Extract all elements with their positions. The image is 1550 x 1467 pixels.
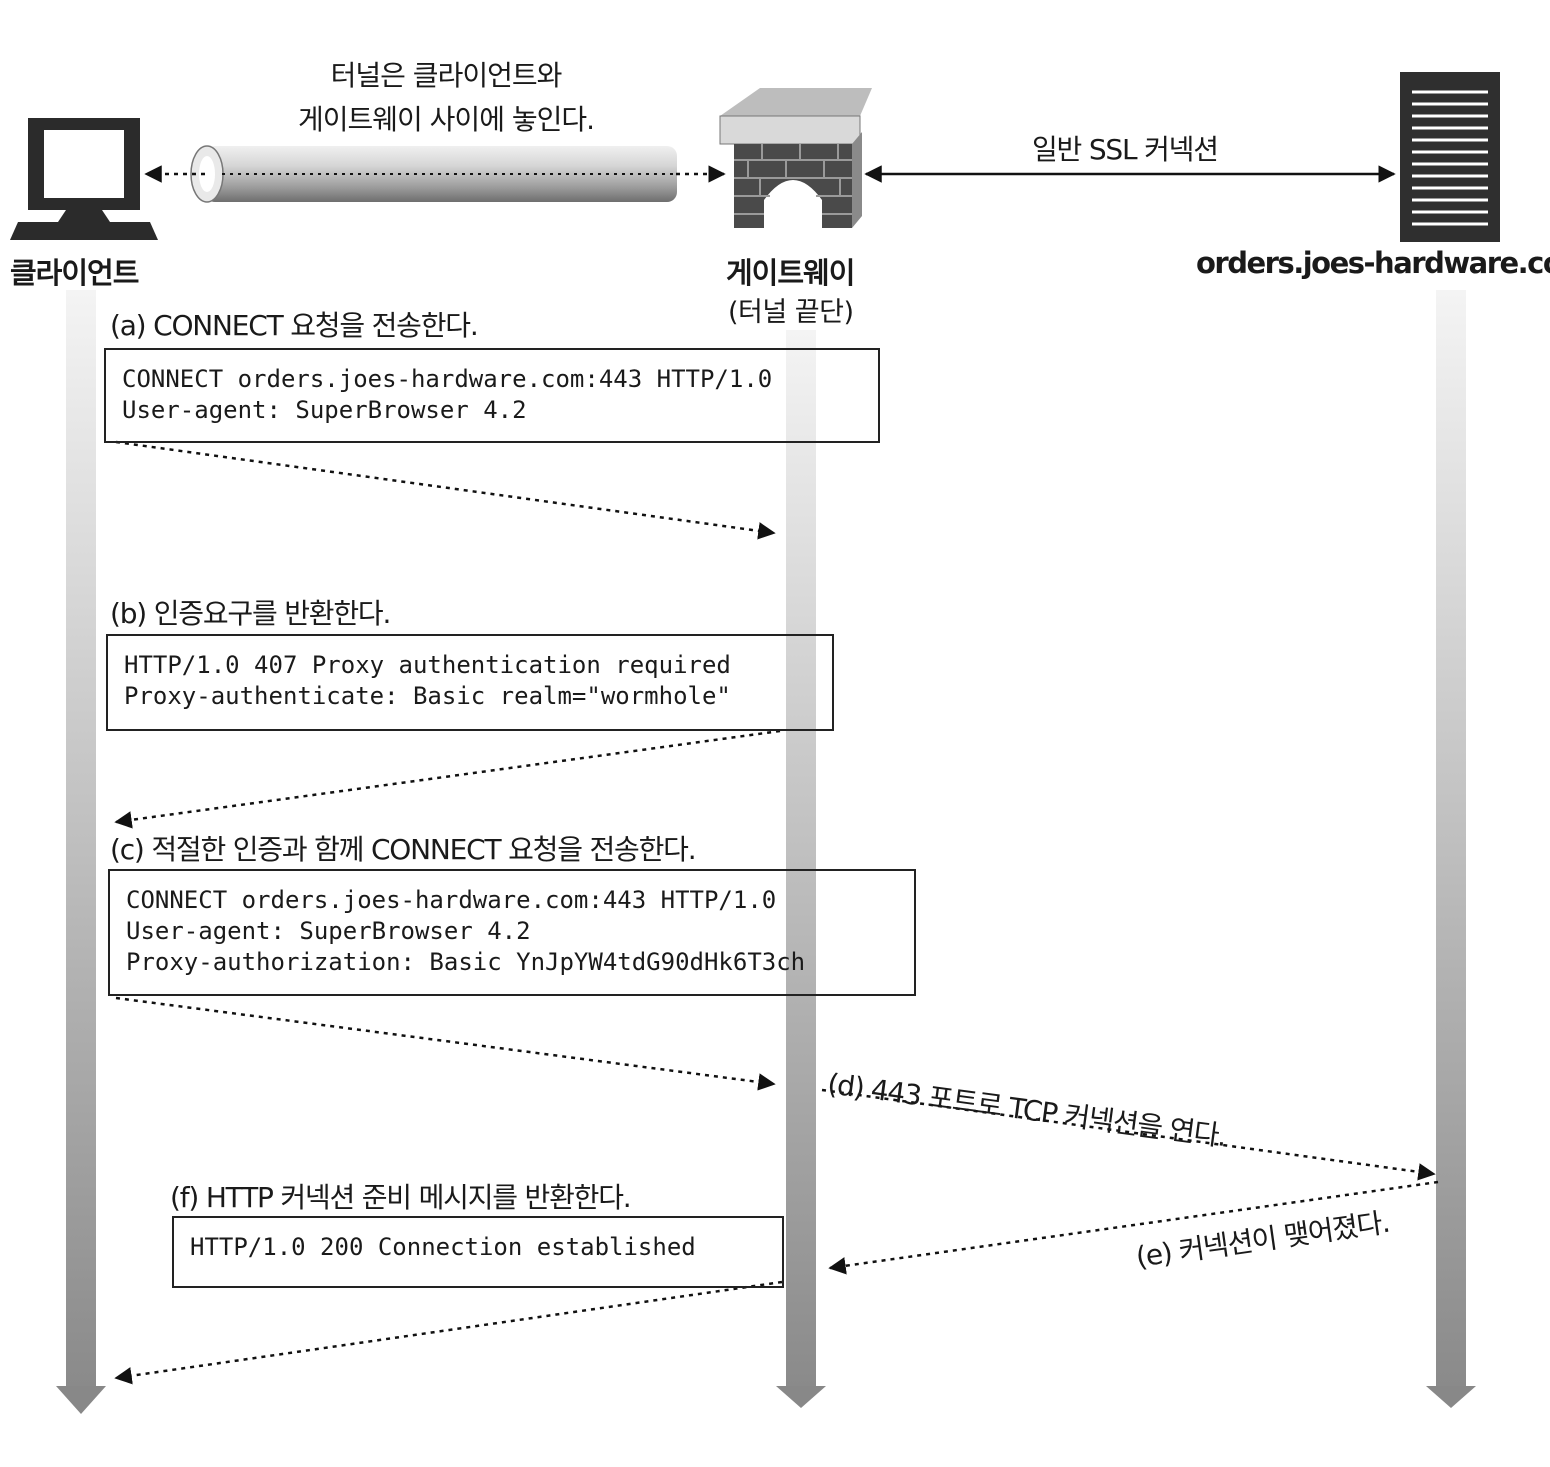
step-f-title: (f) HTTP 커넥션 준비 메시지를 반환한다. xyxy=(170,1176,632,1216)
message-box-f: HTTP/1.0 200 Connection established xyxy=(172,1216,784,1288)
lifeline-server xyxy=(1426,290,1476,1408)
tunnel-note-line2: 게이트웨이 사이에 놓인다. xyxy=(297,103,595,136)
client-label: 클라이언트 xyxy=(10,256,139,290)
step-f-tag: (f) xyxy=(170,1181,199,1214)
gateway-sublabel: (터널 끝단) xyxy=(728,297,854,328)
step-d-tag: (d) xyxy=(825,1067,866,1105)
arrow-e xyxy=(828,1180,1439,1275)
ssl-note: 일반 SSL 커넥션 xyxy=(1032,133,1219,166)
server-icon xyxy=(1400,72,1500,242)
step-f-text: HTTP 커넥션 준비 메시지를 반환한다. xyxy=(205,1181,632,1214)
step-b-text: 인증요구를 반환한다. xyxy=(153,597,392,630)
firewall-icon xyxy=(719,88,872,228)
step-a-text: CONNECT 요청을 전송한다. xyxy=(153,309,479,342)
message-a-line-1: CONNECT orders.joes-hardware.com:443 HTT… xyxy=(122,365,773,393)
message-a-line-2: User-agent: SuperBrowser 4.2 xyxy=(122,396,527,424)
arrow-d xyxy=(821,1088,1436,1181)
step-a-tag: (a) xyxy=(110,309,147,342)
lifeline-gateway xyxy=(776,330,826,1408)
tunnel-note: 터널은 클라이언트와 게이트웨이 사이에 놓인다. xyxy=(266,54,626,142)
message-f-line-1: HTTP/1.0 200 Connection established xyxy=(190,1233,696,1261)
lifeline-client xyxy=(56,290,106,1414)
step-e-tag: (e) xyxy=(1133,1236,1174,1274)
message-c-line-2: User-agent: SuperBrowser 4.2 xyxy=(126,917,531,945)
computer-icon xyxy=(10,118,158,240)
tunnel-note-line1: 터널은 클라이언트와 xyxy=(330,59,563,92)
server-label: orders.joes-hardware.com xyxy=(1196,246,1550,280)
message-box-a: CONNECT orders.joes-hardware.com:443 HTT… xyxy=(104,348,880,443)
step-c-tag: (c) xyxy=(110,833,145,866)
step-a-title: (a) CONNECT 요청을 전송한다. xyxy=(110,304,479,344)
step-c-text: 적절한 인증과 함께 CONNECT 요청을 전송한다. xyxy=(151,833,696,866)
step-b-title: (b) 인증요구를 반환한다. xyxy=(110,592,392,632)
message-c-line-1: CONNECT orders.joes-hardware.com:443 HTT… xyxy=(126,886,777,914)
message-box-b: HTTP/1.0 407 Proxy authentication requir… xyxy=(106,634,834,731)
step-b-tag: (b) xyxy=(110,597,147,630)
arrow-b xyxy=(114,729,781,829)
message-c-line-3: Proxy-authorization: Basic YnJpYW4tdG90d… xyxy=(126,948,806,976)
message-b-line-1: HTTP/1.0 407 Proxy authentication requir… xyxy=(124,651,731,679)
arrow-f xyxy=(114,1280,783,1385)
arrow-c xyxy=(115,996,776,1091)
step-c-title: (c) 적절한 인증과 함께 CONNECT 요청을 전송한다. xyxy=(110,828,697,868)
message-box-c: CONNECT orders.joes-hardware.com:443 HTT… xyxy=(108,869,916,996)
arrow-a xyxy=(115,440,776,540)
message-b-line-2: Proxy-authenticate: Basic realm="wormhol… xyxy=(124,682,731,710)
gateway-label: 게이트웨이 xyxy=(726,256,855,290)
